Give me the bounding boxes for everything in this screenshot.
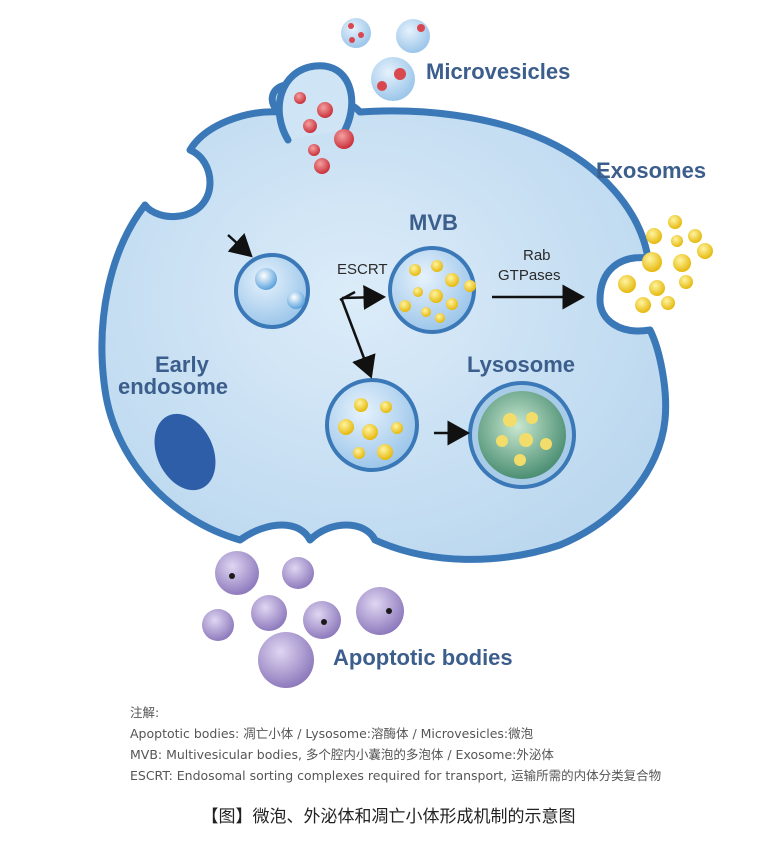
label-gtpases: GTPases	[498, 267, 561, 284]
apoptotic-bodies	[202, 551, 404, 688]
cell-diagram: Microvesicles Exosomes MVB ESCRT Rab GTP…	[98, 18, 713, 688]
label-early: Early	[155, 352, 210, 377]
label-microvesicles: Microvesicles	[426, 59, 570, 84]
notes-line-1: Apoptotic bodies: 凋亡小体 / Lysosome:溶酶体 / …	[130, 726, 534, 741]
lysosome-body	[468, 381, 576, 489]
notes-line-2: MVB: Multivesicular bodies, 多个腔内小囊泡的多泡体 …	[130, 747, 554, 762]
early-endosome	[234, 253, 310, 329]
arrow-to-endosome	[227, 232, 253, 258]
arrow-to-mvb	[341, 284, 386, 310]
released-microvesicles	[341, 18, 430, 101]
label-escrt: ESCRT	[337, 261, 388, 278]
microvesicle-particles	[294, 92, 354, 174]
label-endosome: endosome	[118, 374, 228, 399]
figure-caption: 【图】微泡、外泌体和凋亡小体形成机制的示意图	[201, 807, 576, 827]
label-rab: Rab	[523, 247, 551, 264]
nucleus	[154, 413, 216, 491]
label-exosomes: Exosomes	[596, 158, 706, 183]
label-lysosome: Lysosome	[467, 352, 575, 377]
pathway-arrows	[227, 232, 585, 446]
notes-line-3: ESCRT: Endosomal sorting complexes requi…	[130, 768, 662, 783]
exosomes-released	[618, 215, 713, 313]
mvb-body-lower	[325, 378, 419, 472]
arrow-to-lower-mvb	[340, 299, 376, 379]
label-mvb: MVB	[409, 210, 458, 235]
notes-block: 注解: Apoptotic bodies: 凋亡小体 / Lysosome:溶酶…	[130, 702, 750, 786]
mvb-body	[388, 246, 476, 334]
label-apoptotic-bodies: Apoptotic bodies	[333, 645, 513, 670]
notes-title: 注解:	[130, 705, 160, 720]
membrane-bud	[275, 62, 356, 144]
